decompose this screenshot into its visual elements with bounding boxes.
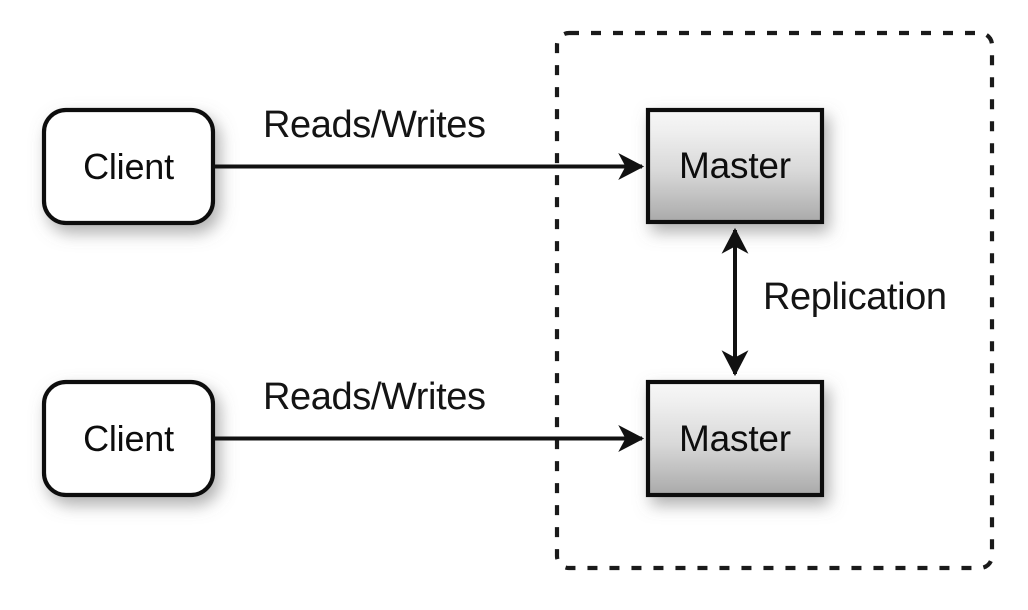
replication-cluster-boundary [554,30,995,571]
master-bottom-node[interactable] [645,379,825,498]
master-top-node[interactable] [645,107,825,225]
edge-replication-label: Replication [763,276,947,318]
edge-bottom-label: Reads/Writes [263,376,486,418]
edge-top-label: Reads/Writes [263,104,486,146]
client-bottom-node[interactable] [41,379,216,498]
client-top-node[interactable] [41,107,216,226]
